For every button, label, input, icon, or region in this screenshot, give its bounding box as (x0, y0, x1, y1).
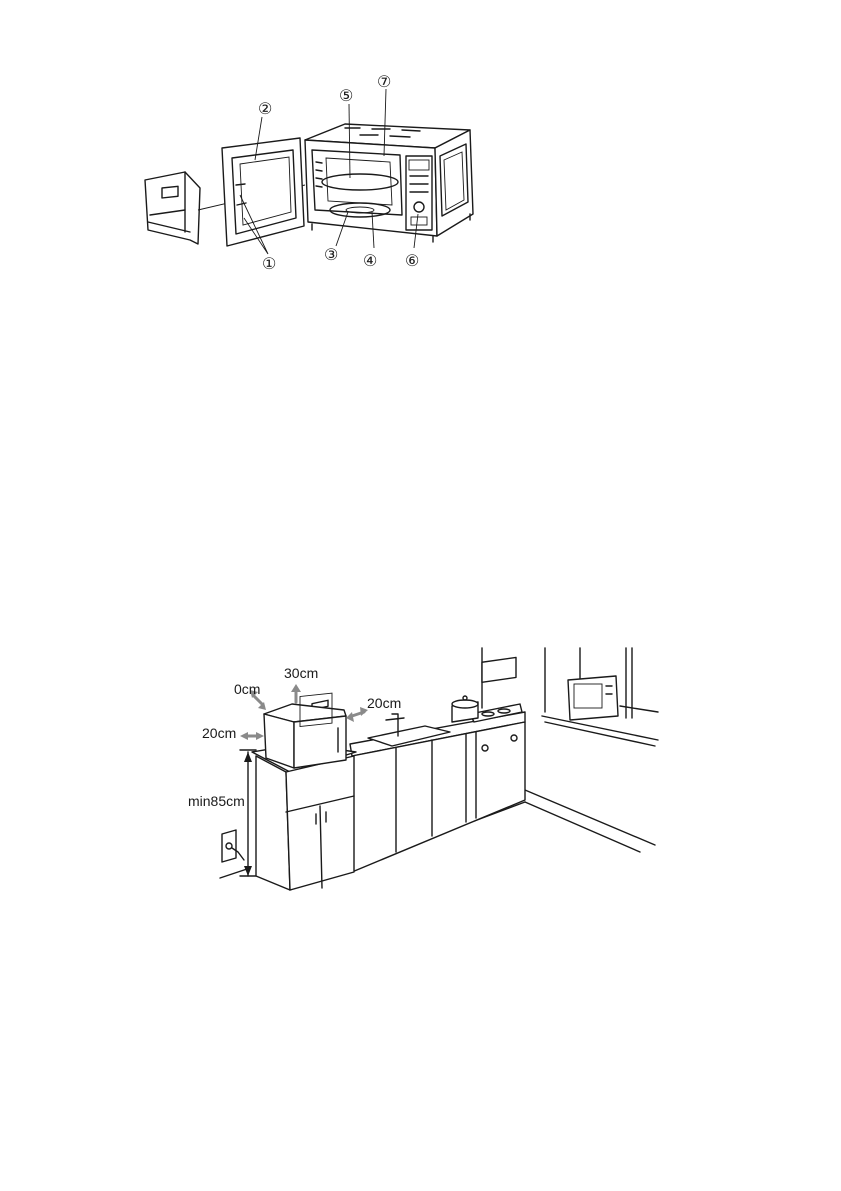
clearance-back-label: 0cm (234, 681, 260, 697)
wall-socket (222, 830, 244, 862)
callout-6: ⑥ (405, 251, 419, 270)
callout-7: ⑦ (377, 72, 391, 91)
installation-clearance-diagram: 30cm 0cm 20cm 20cm min85cm (188, 648, 658, 890)
microwave-parts-diagram: ① ② ③ ④ ⑤ ⑥ ⑦ (145, 72, 473, 273)
callout-3: ③ (324, 245, 338, 264)
min-height-label: min85cm (188, 793, 245, 809)
microwave-oven-on-cabinet (264, 693, 346, 768)
microwave-body (305, 124, 473, 242)
callout-4: ④ (363, 251, 377, 270)
clearance-right-label: 20cm (367, 695, 401, 711)
clearance-left-label: 20cm (202, 725, 236, 741)
callout-2: ② (258, 99, 272, 118)
callout-5: ⑤ (339, 86, 353, 105)
microwave-door (222, 138, 304, 246)
callout-1: ① (262, 254, 276, 273)
window-with-tv (542, 648, 658, 746)
kitchen-counter (350, 657, 525, 872)
clearance-top-label: 30cm (284, 665, 318, 681)
